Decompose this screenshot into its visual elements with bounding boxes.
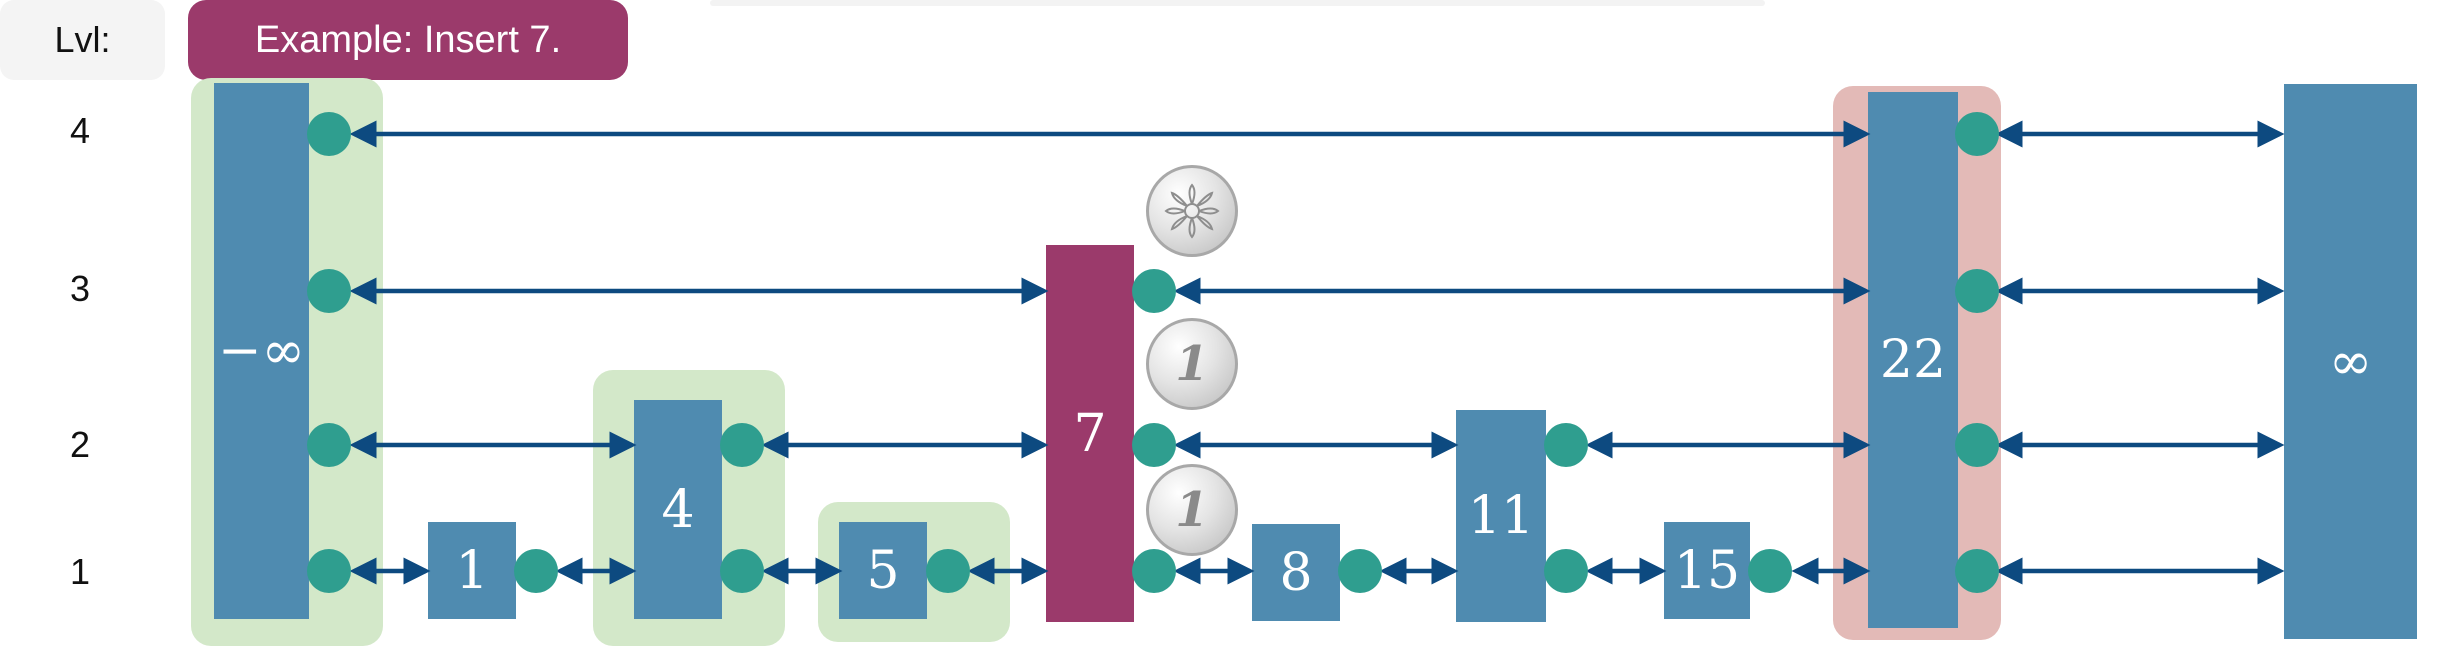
tower-label-15: 15 xyxy=(1673,540,1741,601)
coin-one-icon: 1 xyxy=(1146,464,1238,556)
tower-4: 4 xyxy=(634,400,722,619)
pointer-node xyxy=(514,549,558,593)
tower-label-inf: ∞ xyxy=(2328,331,2373,392)
pointer-node xyxy=(1748,549,1792,593)
tower-label-1: 1 xyxy=(455,540,489,601)
top-divider xyxy=(710,0,1765,6)
coin-heads-icon xyxy=(1146,165,1238,257)
pointer-node xyxy=(1544,423,1588,467)
pointer-node xyxy=(1955,269,1999,313)
tower-label-4: 4 xyxy=(661,479,695,540)
pointer-node xyxy=(307,423,351,467)
coin-one-icon: 1 xyxy=(1146,318,1238,410)
pointer-node xyxy=(1132,549,1176,593)
example-title: Example: Insert 7. xyxy=(188,0,628,80)
pointer-node xyxy=(1132,269,1176,313)
pointer-node xyxy=(1338,549,1382,593)
tower-7-inserted: 7 xyxy=(1046,245,1134,622)
tower-inf: ∞ xyxy=(2284,84,2417,639)
level-label-2: 2 xyxy=(69,424,91,465)
pointer-node xyxy=(720,549,764,593)
flower-icon xyxy=(1164,183,1220,239)
tower-11: 11 xyxy=(1456,410,1546,622)
tower-label-11: 11 xyxy=(1467,486,1535,546)
pointer-node xyxy=(1544,549,1588,593)
coin-one-label: 1 xyxy=(1175,482,1209,538)
tower-neg-inf: −∞ xyxy=(214,83,309,619)
pointer-node xyxy=(720,423,764,467)
pointer-node xyxy=(926,549,970,593)
tower-5: 5 xyxy=(839,522,927,619)
tower-1: 1 xyxy=(428,522,516,619)
level-label-3: 3 xyxy=(69,268,91,309)
level-label-1: 1 xyxy=(69,551,91,592)
tower-8: 8 xyxy=(1252,524,1340,621)
pointer-node xyxy=(1132,423,1176,467)
tower-label-5: 5 xyxy=(866,540,900,601)
coin-one-label: 1 xyxy=(1175,336,1209,392)
tower-label-7: 7 xyxy=(1073,403,1107,464)
level-header: Lvl: xyxy=(0,0,165,80)
tower-label-8: 8 xyxy=(1279,542,1313,603)
pointer-node xyxy=(1955,112,1999,156)
pointer-node xyxy=(307,112,351,156)
tower-label-22: 22 xyxy=(1879,330,1947,390)
level-label-4: 4 xyxy=(69,110,91,151)
pointer-node xyxy=(1955,549,1999,593)
pointer-node xyxy=(307,549,351,593)
tower-15: 15 xyxy=(1664,522,1750,619)
pointer-node xyxy=(1955,423,1999,467)
tower-label-neg-inf: −∞ xyxy=(218,321,305,381)
tower-22: 22 xyxy=(1868,92,1958,628)
pointer-node xyxy=(307,269,351,313)
